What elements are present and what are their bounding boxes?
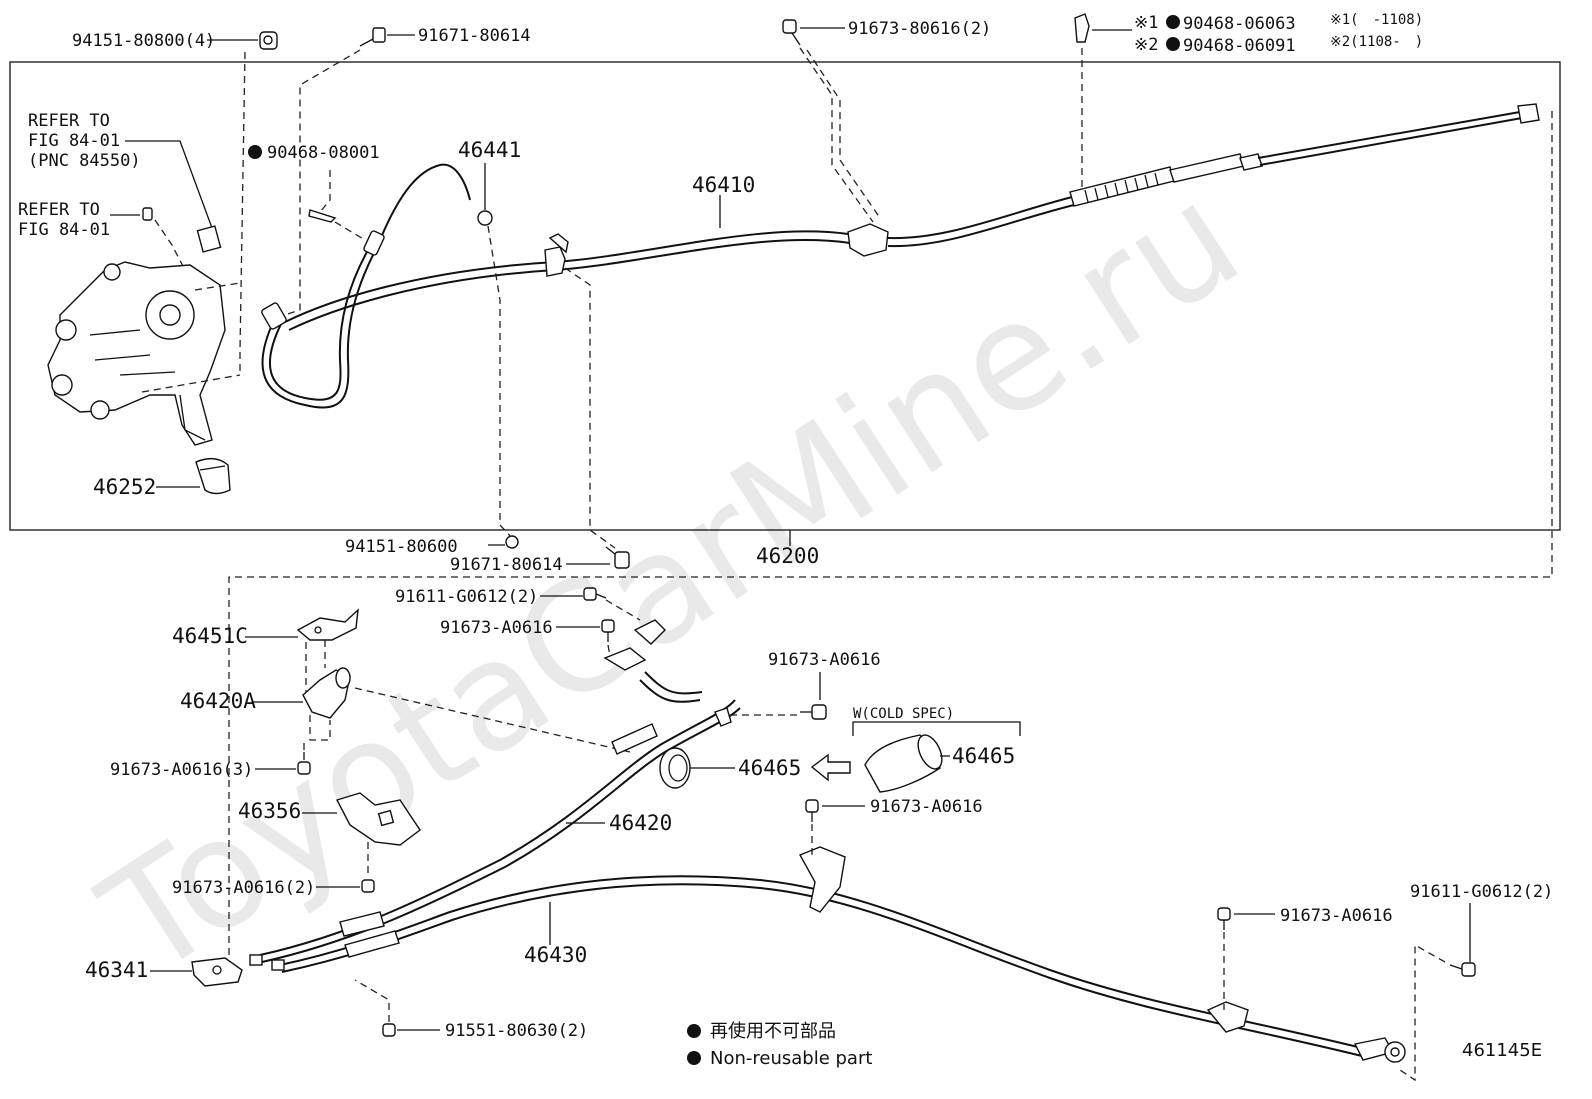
figure-id: 461145E [1462, 1040, 1542, 1061]
nonreusable-dot [1166, 37, 1180, 51]
label-91673-80616: 91673-80616(2) [848, 19, 991, 39]
bolt-91673-a0616-d [1217, 907, 1231, 930]
label-90468-08001: 90468-08001 [267, 143, 380, 163]
legend-dot [687, 1024, 701, 1038]
bracket-46451c [296, 608, 359, 641]
label-46451c: 46451C [172, 624, 248, 648]
label-46200: 46200 [756, 544, 819, 568]
refer-b-line1: REFER TO [18, 200, 100, 220]
refer-a-line1: REFER TO [28, 111, 110, 131]
note1-mark: ※1 [1134, 13, 1158, 33]
note2-part: 90468-06091 [1183, 36, 1296, 56]
bolt-91673-a0616-b [800, 704, 827, 720]
note1-part: 90468-06063 [1183, 14, 1296, 34]
label-91673-a0616-a: 91673-A0616 [440, 618, 553, 638]
label-46341: 46341 [85, 958, 148, 982]
label-91673-a0616-d: 91673-A0616 [1280, 906, 1393, 926]
cable-46430 [271, 846, 1406, 1063]
refer-a-line3: (PNC 84550) [28, 151, 141, 171]
assembly-box-46200 [9, 61, 1561, 531]
small-bolt-ref [142, 207, 153, 221]
label-46430: 46430 [524, 943, 587, 967]
label-46252: 46252 [93, 475, 156, 499]
bolt-91611-g0612-b [1449, 962, 1476, 977]
bolt-91673-a0616-a [601, 619, 615, 642]
label-91673-a0616-c: 91673-A0616 [870, 797, 983, 817]
label-91551-80630: 91551-80630(2) [445, 1021, 588, 1041]
clamp-46341 [191, 957, 243, 987]
bolt-91611-g0612-a [583, 587, 607, 601]
clip-46410 [548, 233, 569, 254]
label-91671-80614-bot: 91671-80614 [450, 555, 563, 575]
nonreusable-dot [1166, 15, 1180, 29]
bolt-91671-80614-bot [605, 546, 630, 569]
refer-a-line2: FIG 84-01 [28, 131, 120, 151]
label-91611-g0612-a: 91611-G0612(2) [395, 587, 538, 607]
arrow-left-icon [810, 753, 851, 782]
bolt-91673-80616 [782, 19, 801, 46]
refer-b-line2: FIG 84-01 [18, 220, 110, 240]
clip-90468 [1074, 13, 1090, 43]
note2-range: ※2(1108- ) [1330, 34, 1423, 50]
boot-46465-b [864, 734, 943, 793]
clip-90468-08001 [308, 209, 337, 223]
parking-brake-pedal-assembly [47, 225, 226, 446]
legend-en: Non-reusable part [710, 1048, 872, 1069]
grommet-46465-a [659, 747, 691, 789]
bolt-91673-a0616-2 [361, 879, 375, 893]
label-91673-a0616-2: 91673-A0616(2) [172, 878, 315, 898]
label-91673-a0616-3: 91673-A0616(3) [110, 760, 253, 780]
legend-jp: 再使用不可部品 [710, 1021, 836, 1042]
label-46465-b: 46465 [952, 744, 1015, 768]
bolt-91671-80614-top [359, 27, 386, 47]
note1-range: ※1( -1108) [1330, 12, 1423, 28]
grommet-46441 [477, 210, 493, 226]
nonreusable-dot [248, 145, 262, 159]
cable-46420 [249, 619, 741, 966]
label-46465-a: 46465 [738, 756, 801, 780]
pedal-pad-46252 [195, 457, 231, 495]
note2-mark: ※2 [1134, 35, 1158, 55]
label-46356: 46356 [238, 799, 301, 823]
label-94151-80800: 94151-80800(4) [72, 31, 215, 51]
label-46441: 46441 [458, 138, 521, 162]
nut-94151-80600 [505, 535, 519, 549]
bolt-91673-a0616-3 [297, 752, 311, 775]
bolt-91551-80630 [382, 1023, 396, 1037]
label-46420a: 46420A [180, 689, 256, 713]
label-91611-g0612-b: 91611-G0612(2) [1410, 882, 1553, 902]
legend-dot [687, 1051, 701, 1065]
label-94151-80600: 94151-80600 [345, 537, 458, 557]
bolt-91673-a0616-c [805, 799, 819, 822]
label-46420: 46420 [609, 811, 672, 835]
nut-94151-80800 [259, 31, 278, 50]
retainer-46420a [302, 667, 351, 719]
cable-46410 [261, 103, 1540, 409]
label-91673-a0616-b: 91673-A0616 [768, 650, 881, 670]
label-46410: 46410 [692, 173, 755, 197]
bracket-46356 [335, 792, 421, 846]
label-91671-80614-top: 91671-80614 [418, 26, 531, 46]
cold-spec-label: W(COLD SPEC) [853, 706, 954, 722]
